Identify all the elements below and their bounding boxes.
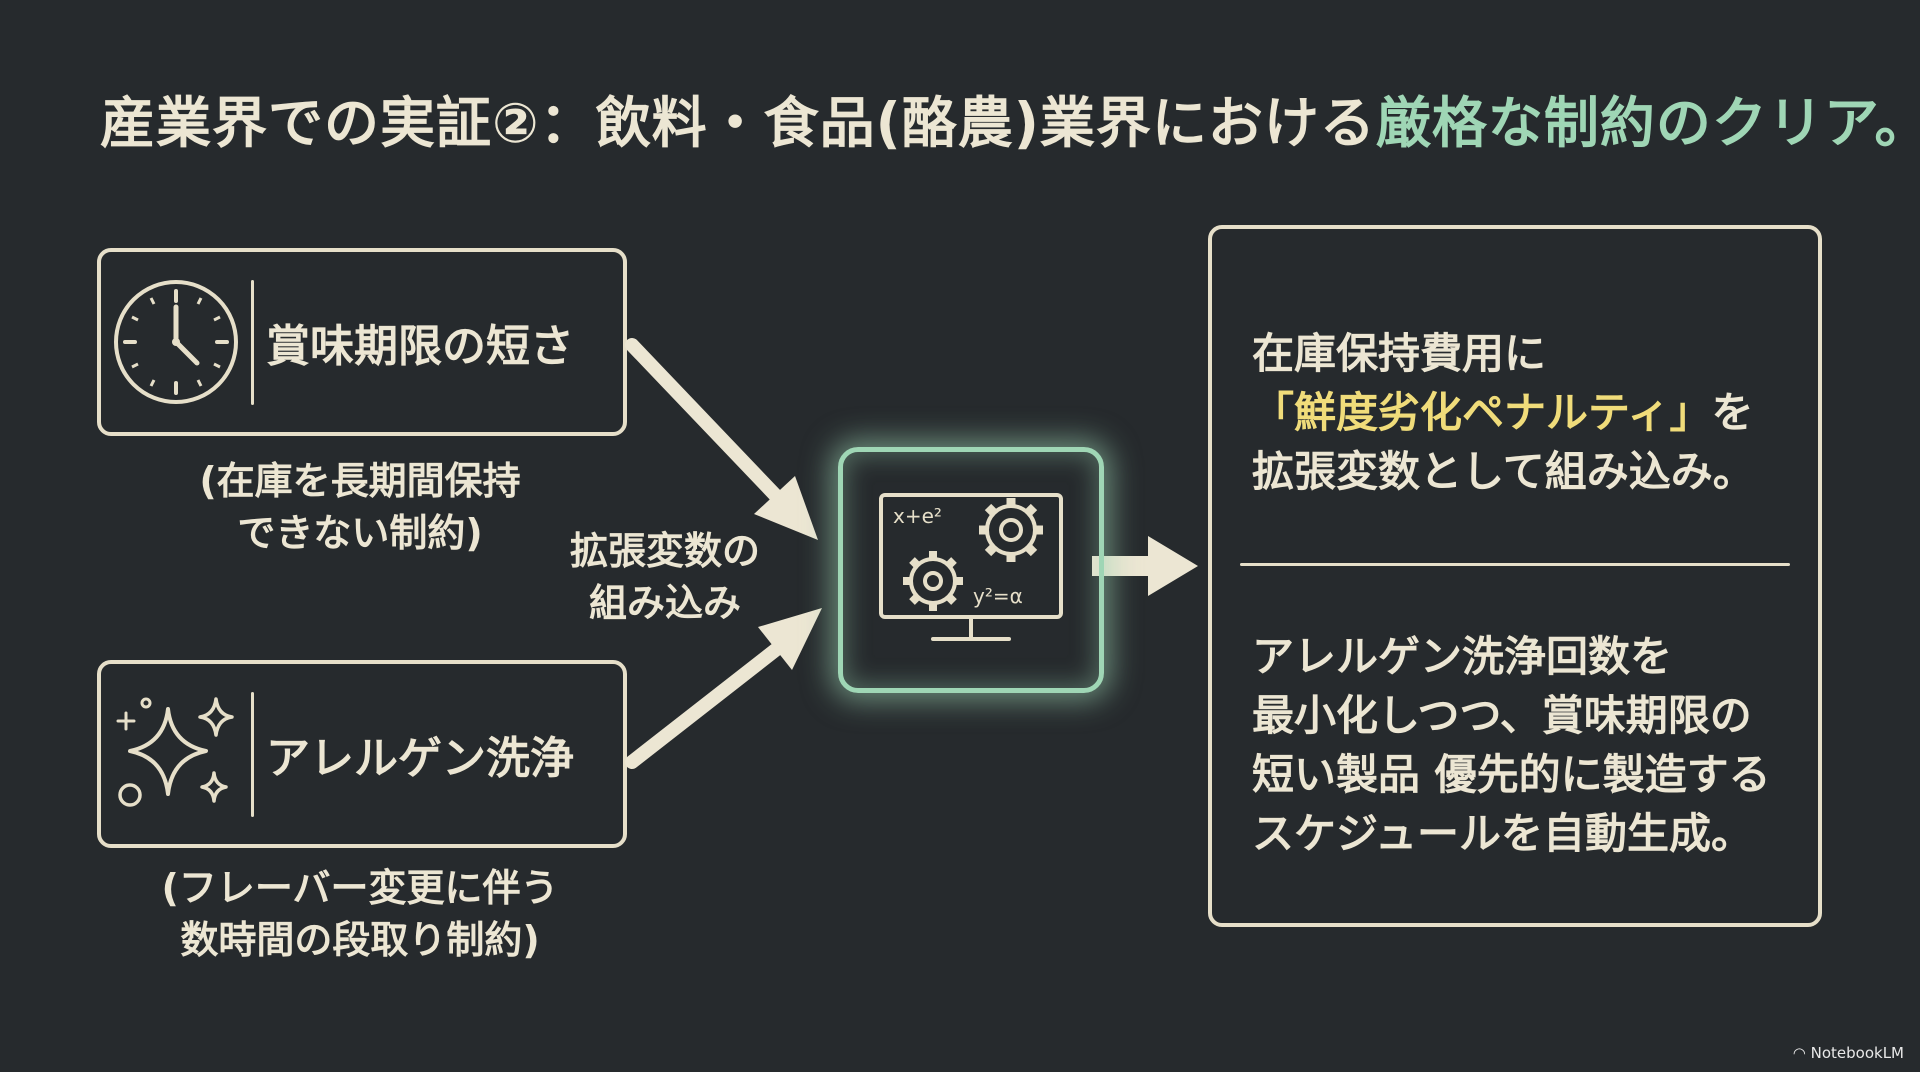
note-line: (フレーバー変更に伴う (161, 866, 559, 910)
optimization-engine: x+e² y²=α (838, 447, 1104, 693)
notebooklm-watermark: ◠ NotebookLM (1793, 1044, 1904, 1062)
result-line: 「鮮度劣化ペナルティ」を (1252, 383, 1755, 442)
arrow-allergen-to-engine (625, 608, 822, 769)
result-inventory-penalty: 在庫保持費用に 「鮮度劣化ペナルティ」を 拡張変数として組み込み。 (1252, 324, 1755, 501)
box-divider (251, 691, 254, 817)
slide-title: 産業界での実証②：飲料・食品(酪農)業界における厳格な制約のクリア。 (100, 78, 1920, 158)
clock-icon (101, 277, 251, 407)
constraint-label: 賞味期限の短さ (266, 321, 574, 372)
constraint-box-shelf-life: 賞味期限の短さ (97, 248, 627, 436)
result-allergen-schedule: アレルゲン洗浄回数を 最小化しつつ、賞味期限の 短い製品 優先的に製造する スケ… (1252, 627, 1771, 863)
result-text: を (1711, 388, 1754, 437)
arrow-shelf-life-to-engine (625, 338, 818, 540)
result-line: 在庫保持費用に (1252, 329, 1547, 378)
result-line: アレルゲン洗浄回数を (1252, 632, 1673, 681)
note-line: できない制約) (237, 511, 483, 555)
result-line: スケジュールを自動生成。 (1252, 809, 1754, 858)
results-box (1208, 225, 1822, 927)
result-line: 最小化しつつ、賞味期限の (1252, 691, 1752, 740)
formula-text: y²=α (973, 584, 1023, 608)
notebooklm-logo-icon: ◠ (1792, 1044, 1811, 1062)
title-accent: 厳格な制約のクリア。 (1375, 91, 1920, 155)
formula-text: x+e² (893, 504, 942, 528)
center-label-line: 組み込み (588, 581, 741, 625)
extension-variable-label: 拡張変数の 組み込み (560, 525, 770, 629)
arrow-engine-to-results (1092, 536, 1198, 596)
title-main: 産業界での実証②：飲料・食品(酪農)業界における (100, 91, 1376, 155)
constraint-box-allergen: アレルゲン洗浄 (97, 660, 627, 848)
gear-formula-icon: x+e² y²=α (879, 493, 1063, 641)
constraint-note-allergen: (フレーバー変更に伴う 数時間の段取り制約) (120, 862, 600, 966)
watermark-text: NotebookLM (1810, 1044, 1904, 1062)
center-label-line: 拡張変数の (569, 529, 760, 573)
result-line: 拡張変数として組み込み。 (1252, 447, 1755, 496)
constraint-label: アレルゲン洗浄 (266, 733, 574, 784)
note-line: (在庫を長期間保持 (199, 459, 521, 503)
result-line: 短い製品 優先的に製造する (1252, 750, 1771, 799)
note-line: 数時間の段取り制約) (180, 918, 540, 962)
box-divider (251, 279, 254, 405)
constraint-note-shelf-life: (在庫を長期間保持 できない制約) (150, 455, 570, 559)
freshness-penalty-highlight: 「鮮度劣化ペナルティ」 (1252, 388, 1712, 437)
sparkle-icon (101, 689, 251, 819)
results-divider (1240, 563, 1790, 566)
